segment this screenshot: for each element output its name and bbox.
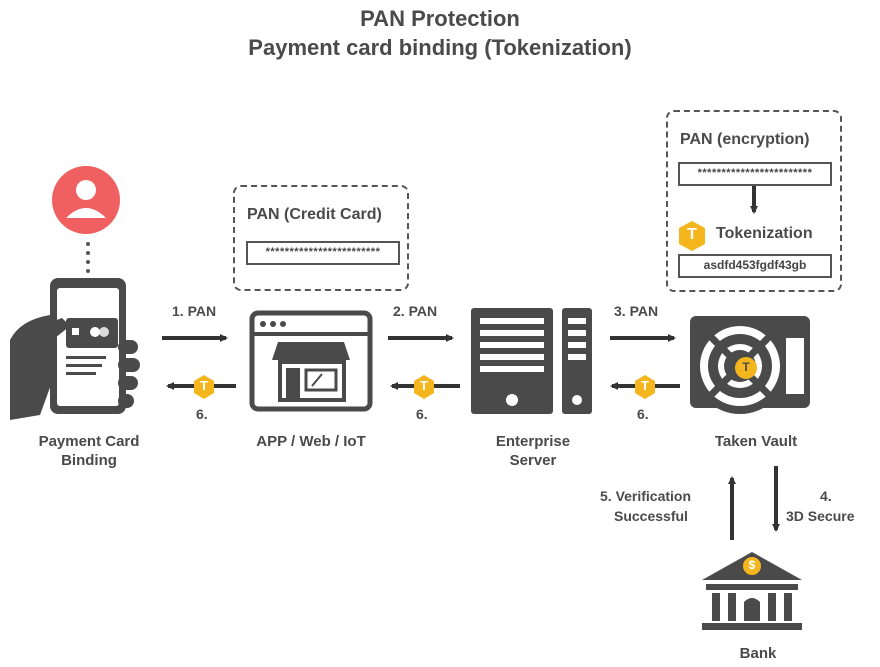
encrypted-pan-field: ************************ bbox=[678, 162, 832, 186]
dotted-connector bbox=[86, 242, 90, 273]
arrow-label-4-text: 3D Secure bbox=[786, 508, 855, 524]
app-label: APP / Web / IoT bbox=[256, 433, 366, 450]
credit-card-box-title: PAN (Credit Card) bbox=[247, 206, 382, 223]
payment-card-label-2: Binding bbox=[61, 452, 117, 469]
credit-card-pan-field: ************************ bbox=[246, 241, 400, 265]
token-icon-1: T bbox=[200, 378, 208, 393]
dollar-icon: $ bbox=[748, 558, 756, 572]
hand-holding-phone-icon bbox=[10, 278, 140, 420]
vault-door-icon bbox=[690, 316, 810, 414]
title-line-1: PAN Protection bbox=[360, 6, 520, 31]
return-label-3: 6. bbox=[637, 406, 649, 422]
arrow-label-5-line2: Successful bbox=[614, 508, 688, 524]
arrow-label-1: 1. PAN bbox=[172, 303, 217, 319]
vertical-arrows bbox=[728, 186, 780, 540]
storefront-window-icon bbox=[249, 310, 373, 412]
payment-card-label-1: Payment Card bbox=[38, 433, 140, 450]
user-avatar-icon bbox=[52, 166, 120, 234]
bank-label: Bank bbox=[739, 645, 777, 662]
vault-label: Taken Vault bbox=[714, 433, 798, 450]
encryption-box-title: PAN (encryption) bbox=[680, 131, 810, 148]
title-line-2: Payment card binding (Tokenization) bbox=[248, 35, 632, 60]
return-label-2: 6. bbox=[416, 406, 428, 422]
token-icon-3: T bbox=[641, 378, 649, 393]
server-label-1: Enterprise bbox=[495, 433, 571, 450]
arrow-label-5-line1: 5. Verification bbox=[600, 488, 692, 504]
credit-card-box bbox=[233, 185, 409, 291]
token-icon-tokenization: T bbox=[687, 226, 697, 243]
encryption-box bbox=[666, 110, 842, 292]
token-icon-vault: T bbox=[742, 360, 750, 374]
server-label-2: Server bbox=[509, 452, 557, 469]
token-badges bbox=[194, 221, 705, 399]
token-icon-2: T bbox=[420, 378, 428, 393]
arrow-label-2: 2. PAN bbox=[393, 303, 438, 319]
tokenization-title: Tokenization bbox=[716, 225, 813, 242]
server-rack-icon bbox=[471, 308, 592, 414]
bank-building-icon bbox=[702, 552, 802, 630]
token-value-field: asdfd453fgdf43gb bbox=[678, 254, 832, 278]
return-label-1: 6. bbox=[196, 406, 208, 422]
arrow-label-4-number: 4. bbox=[820, 488, 832, 504]
arrow-label-3: 3. PAN bbox=[614, 303, 659, 319]
